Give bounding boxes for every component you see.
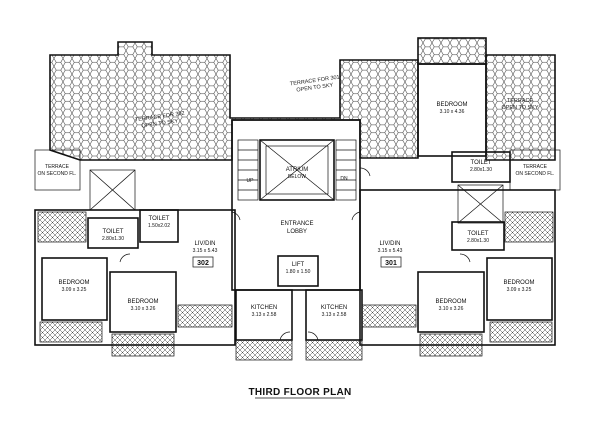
bedroom-left-inner-dim: 3.10 x 3.26 [131,306,156,312]
kitchen-right-dim: 3.13 x 2.58 [322,312,347,318]
bedroom-right-outer [486,257,553,321]
bedroom-left-inner-name: BEDROOM [127,299,158,305]
balcony-left-3 [177,304,233,328]
livdin-right-dim: 3.15 x 5.43 [378,248,403,254]
bedroom-left-inner [109,271,177,333]
stairs [237,139,357,201]
utility-right [504,211,554,243]
toilet-right [451,221,505,251]
toilet-left-dim: 2.80x1.30 [102,236,124,242]
terrace-second-left-l2: ON SECOND FL. [38,171,77,177]
shaft-right [457,184,504,224]
toilet-top-right [451,151,511,183]
toilet-left-small-dim: 1.50x2.02 [148,223,170,229]
balcony-left-4 [235,339,293,361]
balcony-right-3 [419,333,483,357]
utility-left [37,211,87,243]
balcony-right-2 [361,304,417,328]
stairs-up-label: UP [247,178,255,184]
terrace-second-right-l1: TERRACE [523,164,548,170]
door-swings [119,167,471,341]
svg-text:OPEN TO SKY: OPEN TO SKY [501,105,538,111]
bedroom-left-outer-dim: 3.09 x 3.25 [62,287,87,293]
kitchen-left-name: KITCHEN [251,305,277,311]
lobby-name: ENTRANCE [280,221,313,227]
unit-301-tag [380,256,402,268]
kitchen-left-dim: 3.13 x 2.58 [252,312,277,318]
svg-text:OPEN TO SKY: OPEN TO SKY [296,82,334,93]
balcony-right-4 [489,321,553,343]
svg-text:TERRACE: TERRACE [507,98,534,104]
unit-302-tag [192,256,214,268]
toilet-top-right-dim: 2.80x1.30 [470,167,492,173]
balcony-right-1 [305,339,363,361]
bedroom-right-outer-name: BEDROOM [503,280,534,286]
toilet-top-right-name: TOILET [471,160,492,166]
toilet-left [87,217,139,249]
bedroom-top-right-dim: 3.10 x 4.36 [440,109,465,115]
unit-302-label: 302 [197,260,209,267]
lobby-sub: LOBBY [287,229,307,235]
toilet-left-name: TOILET [103,229,124,235]
svg-text:OPEN TO SKY: OPEN TO SKY [141,118,179,129]
balcony-top-right [417,37,487,65]
plan-title: THIRD FLOOR PLAN [248,387,351,398]
terrace-second-left [34,149,81,191]
toilet-right-dim: 2.80x1.30 [467,238,489,244]
balcony-left-2 [111,333,175,357]
bedroom-left-outer-name: BEDROOM [58,280,89,286]
balcony-left-1 [39,321,103,343]
atrium-name: ATRIUM [286,167,309,173]
terrace-right-top-label: TERRACE OPEN TO SKY [501,98,538,111]
lift [277,255,319,287]
livdin-right-name: LIV/DIN [379,241,400,247]
terrace-second-left-l1: TERRACE [45,164,70,170]
atrium-sub: BELOW [288,174,306,180]
terrace-left [49,41,419,161]
terrace-big-mid-label: TERRACE FOR 301 OPEN TO SKY [290,75,340,94]
bedroom-right-outer-dim: 3.09 x 3.25 [507,287,532,293]
terrace-second-right-l2: ON SECOND FL. [516,171,555,177]
bedroom-right-inner-dim: 3.10 x 3.26 [439,306,464,312]
bedroom-left-outer [41,257,108,321]
lift-name: LIFT [292,262,305,268]
stairs-dn-label: DN [340,176,348,182]
shaft-left [89,169,136,211]
toilet-right-name: TOILET [468,231,489,237]
lift-dim: 1.80 x 1.50 [286,269,311,275]
livdin-left-name: LIV/DIN [194,241,215,247]
kitchen-right-name: KITCHEN [321,305,347,311]
bedroom-right-inner [417,271,485,333]
bedroom-right-inner-name: BEDROOM [435,299,466,305]
livdin-left-dim: 3.15 x 5.43 [193,248,218,254]
toilet-left-small-name: TOILET [149,216,170,222]
unit-301-label: 301 [385,260,397,267]
atrium [259,139,335,201]
toilet-left-small [139,209,179,243]
bedroom-top-right-name: BEDROOM [436,102,467,108]
